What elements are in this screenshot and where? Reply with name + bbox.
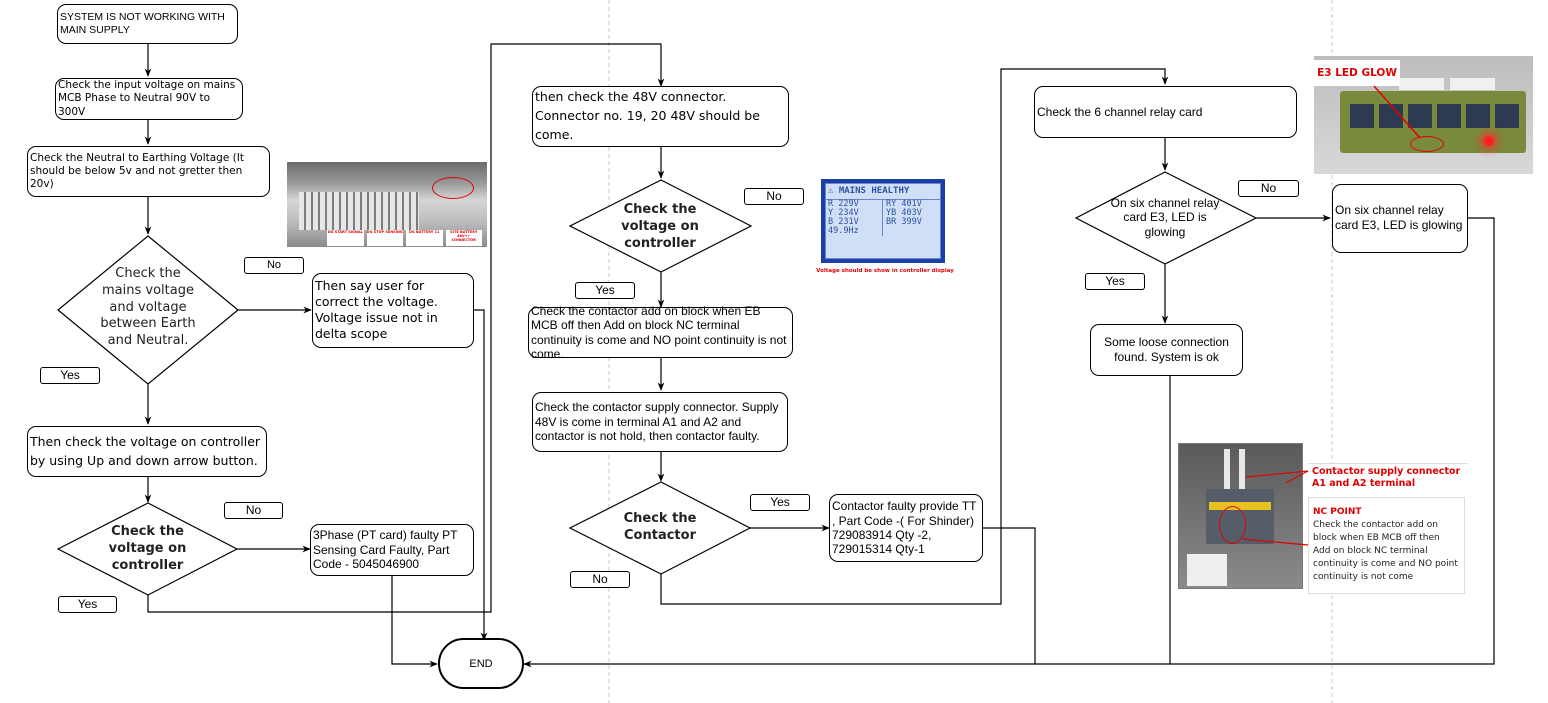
pt-card-faulty-text: 3Phase (PT card) faulty PT Sensing Card …: [313, 528, 458, 572]
controller-display-photo: ⚠ MAINS HEALTHY R 229V Y 234V B 231V 49.…: [821, 179, 945, 263]
contactor-addon-check-text: Check the contactor add on block when EB…: [531, 303, 787, 361]
loose-connection-text: Some loose connection found. System is o…: [1104, 335, 1229, 364]
loose-connection-node[interactable]: Some loose connection found. System is o…: [1090, 324, 1243, 376]
relay-card-photo: E3 LED GLOW: [1314, 56, 1533, 174]
nc-point-title: NC POINT: [1313, 507, 1362, 517]
check-relay-card-text: Check the 6 channel relay card: [1037, 104, 1203, 119]
contactor-supply-caption: Contactor supply connector A1 and A2 ter…: [1308, 463, 1468, 495]
contactor-faulty-text: Contactor faulty provide TT , Part Code …: [832, 499, 977, 557]
display-reading: Y 234V: [828, 208, 859, 218]
display-reading: R 229V: [828, 199, 859, 209]
contactor-faulty-node[interactable]: Contactor faulty provide TT , Part Code …: [829, 494, 983, 562]
terminal-label: DG BATTERY 11: [406, 230, 443, 246]
display-title: MAINS HEALTHY: [838, 186, 910, 196]
terminal-label: DG STOP SENSING: [366, 230, 403, 246]
edge-label-yes: Yes: [750, 494, 810, 511]
pt-card-faulty-node[interactable]: 3Phase (PT card) faulty PT Sensing Card …: [310, 524, 474, 576]
check-controller-step-text: Then check the voltage on controller by …: [30, 433, 261, 468]
edge-label-no: No: [744, 188, 804, 205]
relay-photo-caption: E3 LED GLOW: [1314, 60, 1400, 86]
decision-contactor-text: Check the Contactor: [623, 511, 697, 543]
display-reading: YB 403V: [886, 208, 922, 218]
edge: [1035, 376, 1171, 665]
edge: [1170, 217, 1495, 665]
contactor-photo: [1178, 443, 1303, 589]
edge: [391, 575, 438, 668]
terminal-label: SITE BATTERY 48V+/- CONNECTOR: [445, 230, 482, 246]
end-node[interactable]: END: [438, 638, 524, 689]
contactor-supply-check-text: Check the contactor supply connector. Su…: [535, 400, 779, 444]
edge: [660, 68, 1169, 605]
display-reading: B 231V: [828, 217, 859, 227]
check-48v-connector-node[interactable]: then check the 48V connector. Connector …: [532, 86, 789, 147]
edge-label-yes: Yes: [40, 367, 100, 384]
decision-controller-1-text: Check the voltage on controller: [108, 524, 187, 573]
edge-label-no: No: [244, 257, 304, 274]
annotation-arrows: [1242, 470, 1309, 546]
edge-label-no: No: [224, 502, 283, 519]
edge-label-yes: Yes: [1085, 273, 1145, 290]
edge: [523, 527, 1036, 668]
edge-label-no: No: [1238, 180, 1299, 197]
contactor-supply-caption-line1: Contactor supply connector: [1312, 466, 1461, 477]
check-input-voltage-node[interactable]: Check the input voltage on mains MCB Pha…: [55, 78, 243, 120]
contactor-supply-caption-line2: A1 and A2 terminal: [1312, 478, 1416, 489]
say-user-text: Then say user for correct the voltage. V…: [315, 277, 438, 342]
say-user-node[interactable]: Then say user for correct the voltage. V…: [312, 273, 474, 348]
check-relay-card-node[interactable]: Check the 6 channel relay card: [1034, 86, 1297, 138]
display-reading: BR 399V: [886, 217, 922, 227]
relay-led-glowing-text: On six channel relay card E3, LED is glo…: [1335, 203, 1463, 232]
edge-label-yes: Yes: [575, 282, 635, 299]
display-caption: Voltage should be show in controller dis…: [816, 268, 954, 274]
contactor-addon-check-node[interactable]: Check the contactor add on block when EB…: [528, 304, 793, 361]
contactor-supply-check-node[interactable]: Check the contactor supply connector. Su…: [532, 392, 788, 452]
decision-relay-text: On six channel relay card E3, LED is glo…: [1110, 195, 1220, 239]
display-reading: RY 401V: [886, 199, 922, 209]
decision-mains-text: Check the mains voltage and voltage betw…: [100, 265, 196, 349]
edge-label-no: No: [570, 571, 630, 588]
start-node[interactable]: SYSTEM IS NOT WORKING WITH MAIN SUPPLY: [57, 4, 238, 44]
decision-controller-2-text: Check the voltage on controller: [621, 202, 699, 251]
display-reading: 49.9Hz: [828, 226, 859, 236]
start-node-text: SYSTEM IS NOT WORKING WITH MAIN SUPPLY: [60, 11, 225, 37]
terminal-label: DG START SIGNAL: [327, 230, 364, 246]
terminal-block-photo: DG START SIGNAL DG STOP SENSING DG BATTE…: [287, 162, 487, 247]
check-input-voltage-text: Check the input voltage on mains MCB Pha…: [58, 79, 236, 118]
check-neutral-earth-node[interactable]: Check the Neutral to Earthing Voltage (I…: [27, 146, 270, 197]
edge-label-yes: Yes: [58, 596, 117, 613]
edge: [147, 43, 665, 613]
check-48v-connector-text: then check the 48V connector. Connector …: [535, 89, 760, 142]
nc-point-text: Check the contactor add on block when EB…: [1313, 520, 1458, 582]
nc-point-caption: NC POINT Check the contactor add on bloc…: [1308, 497, 1465, 594]
relay-led-glowing-node[interactable]: On six channel relay card E3, LED is glo…: [1332, 184, 1468, 253]
check-neutral-earth-text: Check the Neutral to Earthing Voltage (I…: [30, 151, 244, 191]
check-controller-step-node[interactable]: Then check the voltage on controller by …: [27, 426, 267, 477]
edge: [473, 309, 488, 641]
